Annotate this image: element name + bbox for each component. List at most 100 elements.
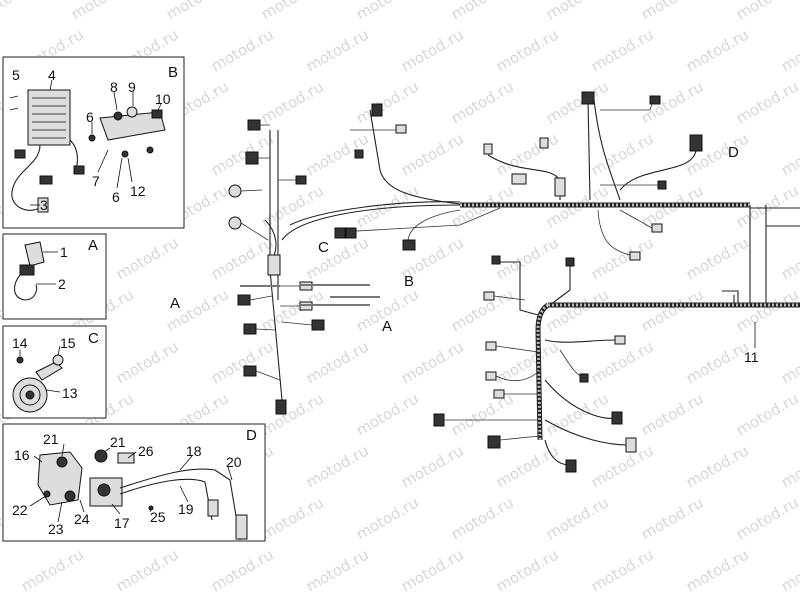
watermark-text: motod.ru	[543, 493, 612, 543]
label-c: C	[318, 239, 329, 256]
ignition-coil	[89, 477, 123, 507]
watermark-text: motod.ru	[778, 441, 800, 491]
callout-5: 5	[12, 67, 20, 83]
callout-17: 17	[114, 515, 130, 531]
watermark-text: motod.ru	[113, 233, 182, 283]
callout-9: 9	[128, 79, 136, 95]
watermark-text: motod.ru	[68, 0, 137, 23]
watermark-text: motod.ru	[493, 233, 562, 283]
watermark-text: motod.ru	[493, 337, 562, 387]
watermark-text: motod.ru	[588, 545, 657, 595]
watermark-text: motod.ru	[353, 389, 422, 439]
watermark-text: motod.ru	[638, 0, 707, 23]
callout-11: 11	[744, 349, 759, 365]
watermark-text: motod.ru	[543, 285, 612, 335]
watermark-text: motod.ru	[543, 0, 612, 23]
label-a-center: A	[382, 318, 392, 335]
callout-21-left: 21	[43, 431, 59, 447]
watermark-text: motod.ru	[258, 493, 327, 543]
inset-box-a: A 1 2	[2, 233, 107, 320]
watermark-text: motod.ru	[303, 337, 372, 387]
watermark-text: motod.ru	[303, 25, 372, 75]
label-b: B	[404, 273, 414, 290]
watermark-text: motod.ru	[353, 493, 422, 543]
watermark-text: motod.ru	[208, 129, 277, 179]
callout-4: 4	[48, 67, 56, 83]
callout-8: 8	[110, 79, 118, 95]
callout-26: 26	[138, 443, 154, 459]
inset-box-c: C 14 15 13	[2, 325, 107, 419]
watermark-text: motod.ru	[398, 441, 467, 491]
watermark-text: motod.ru	[588, 129, 657, 179]
watermark-text: motod.ru	[398, 337, 467, 387]
watermark-text: motod.ru	[163, 0, 232, 23]
watermark-text: motod.ru	[398, 129, 467, 179]
watermark-text: motod.ru	[733, 493, 800, 543]
harness-annotations	[240, 284, 380, 306]
relay	[19, 264, 35, 276]
callout-21-right: 21	[110, 434, 126, 450]
callout-20: 20	[226, 454, 242, 470]
callout-12: 12	[130, 183, 146, 199]
watermark-text: motod.ru	[208, 545, 277, 595]
watermark-text: motod.ru	[778, 25, 800, 75]
watermark-text: motod.ru	[398, 545, 467, 595]
callout-23: 23	[48, 521, 64, 537]
label-a-left: A	[170, 295, 180, 312]
watermark-text: motod.ru	[113, 545, 182, 595]
watermark-text: motod.ru	[683, 545, 752, 595]
callout-18: 18	[186, 443, 202, 459]
watermark-text: motod.ru	[303, 441, 372, 491]
watermark-text: motod.ru	[448, 285, 517, 335]
inset-d-label: D	[246, 427, 257, 444]
watermark-text: motod.ru	[448, 389, 517, 439]
callout-15: 15	[60, 335, 76, 351]
watermark-text: motod.ru	[448, 77, 517, 127]
inset-a-label: A	[88, 237, 98, 254]
callout-24: 24	[74, 511, 90, 527]
watermark-text: motod.ru	[588, 25, 657, 75]
watermark-text: motod.ru	[303, 545, 372, 595]
watermark-text: motod.ru	[733, 0, 800, 23]
callout-19: 19	[178, 501, 194, 517]
watermark-text: motod.ru	[683, 337, 752, 387]
watermark-text: motod.ru	[638, 493, 707, 543]
watermark-text: motod.ru	[493, 25, 562, 75]
watermark-text: motod.ru	[398, 25, 467, 75]
watermark-text: motod.ru	[683, 233, 752, 283]
watermark-text: motod.ru	[258, 389, 327, 439]
watermark-text: motod.ru	[353, 0, 422, 23]
watermark-text: motod.ru	[208, 233, 277, 283]
watermark-text: motod.ru	[18, 545, 87, 595]
watermark-text: motod.ru	[543, 389, 612, 439]
watermark-text: motod.ru	[0, 0, 42, 23]
watermark-text: motod.ru	[778, 337, 800, 387]
callout-14: 14	[12, 335, 28, 351]
watermark-text: motod.ru	[493, 129, 562, 179]
callout-3: 3	[40, 197, 48, 213]
callout-16: 16	[14, 447, 30, 463]
watermark-text: motod.ru	[588, 233, 657, 283]
watermark-text: motod.ru	[683, 25, 752, 75]
watermark-text: motod.ru	[588, 337, 657, 387]
watermark-text: motod.ru	[113, 337, 182, 387]
callout-13: 13	[62, 385, 78, 401]
callout-6-top: 6	[86, 109, 94, 125]
callout-22: 22	[12, 502, 28, 518]
callout-1: 1	[60, 244, 68, 260]
callout-10: 10	[155, 91, 171, 107]
watermark-text: motod.ru	[638, 77, 707, 127]
watermark-text: motod.ru	[778, 545, 800, 595]
watermark-text: motod.ru	[303, 233, 372, 283]
watermark-text: motod.ru	[448, 493, 517, 543]
callout-25: 25	[150, 509, 166, 525]
watermark-text: motod.ru	[588, 441, 657, 491]
voltage-regulator	[27, 89, 71, 146]
watermark-text: motod.ru	[208, 25, 277, 75]
watermark-text: motod.ru	[493, 441, 562, 491]
watermark-text: motod.ru	[258, 77, 327, 127]
label-d: D	[728, 144, 739, 161]
watermark-text: motod.ru	[353, 77, 422, 127]
watermark-text: motod.ru	[258, 0, 327, 23]
